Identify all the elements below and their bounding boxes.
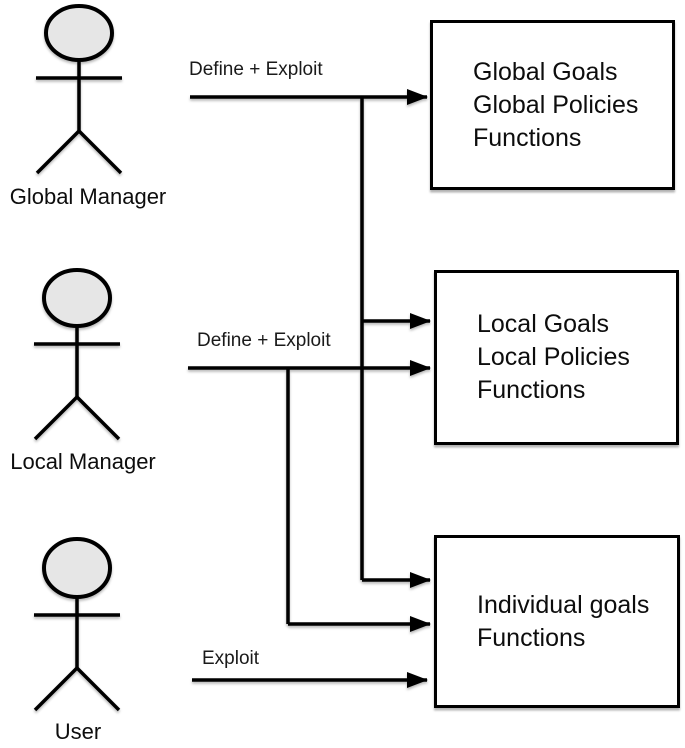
box-text-line: Functions (477, 376, 586, 404)
actor-label-user: User (54, 719, 102, 744)
actor-head (42, 537, 112, 599)
actor-head (42, 268, 112, 328)
box-individual-goals: Individual goals Functions (434, 535, 680, 708)
box-text-line: Local Policies (477, 343, 630, 371)
actor-legs (35, 128, 123, 175)
actor-label-global-manager: Global Manager (9, 184, 167, 209)
box-text-line: Functions (477, 623, 586, 652)
box-text-line: Global Policies (473, 90, 639, 119)
box-text-line: Global Goals (473, 57, 618, 86)
arrow-label-global-manager: Define + Exploit (189, 59, 323, 80)
box-text-line: Functions (473, 123, 582, 152)
box-text-line: Individual goals (477, 590, 650, 619)
actor-label-local-manager: Local Manager (10, 449, 156, 474)
box-global-goals: Global Goals Global Policies Functions (430, 20, 675, 190)
box-text-line: Local Goals (477, 310, 610, 338)
actor-global-manager-figure (35, 4, 123, 175)
arrow-label-local-manager: Define + Exploit (197, 330, 331, 351)
box-local-goals: Local Goals Local Policies Functions (434, 270, 679, 445)
actor-head (44, 4, 114, 62)
arrow-label-user: Exploit (202, 648, 260, 669)
actor-legs (33, 665, 121, 712)
actor-legs (33, 394, 121, 441)
actor-local-manager-figure (33, 268, 121, 441)
actor-user-figure (33, 537, 121, 712)
